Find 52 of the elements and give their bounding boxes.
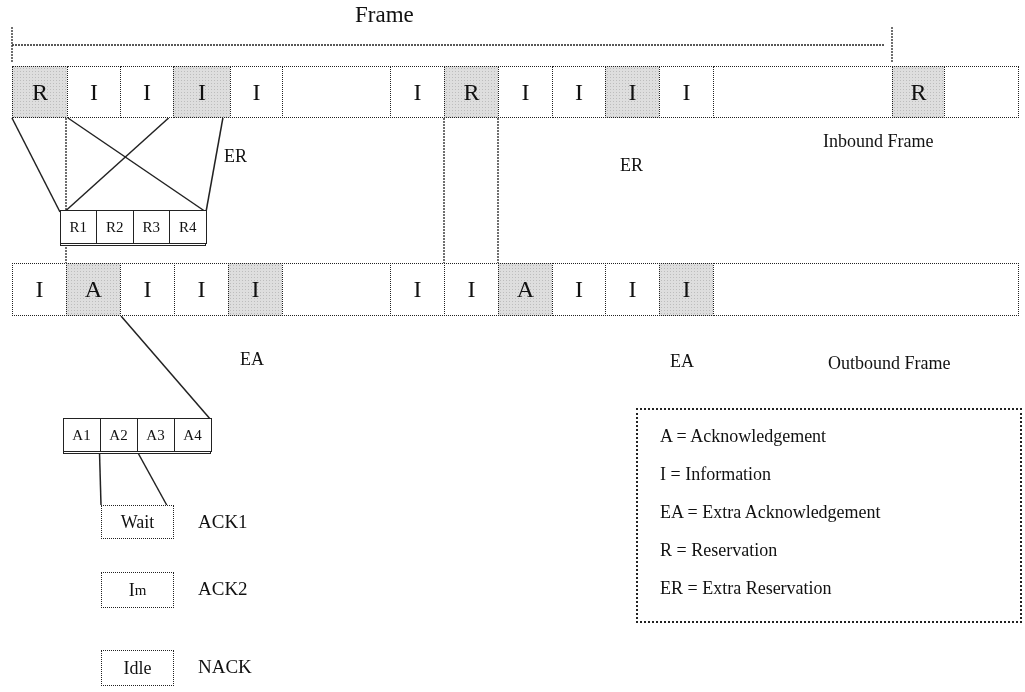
frame-slot: I (230, 66, 283, 118)
frame-slot: I (659, 66, 714, 118)
shaded-slot: R (444, 66, 499, 118)
legend-entry: ER = Extra Reservation (660, 578, 832, 599)
zoom-label: ER (224, 146, 247, 167)
node-caption: NACK (198, 656, 252, 678)
shaded-slot: A (66, 263, 121, 316)
state-box: Wait (101, 505, 174, 539)
sub-slot: R2 (96, 210, 134, 244)
state-box: Idle (101, 650, 174, 686)
zoom-label: EA (240, 349, 264, 370)
sub-slot: R1 (59, 210, 97, 244)
frame-slot: I (498, 66, 553, 118)
sub-slot: A1 (62, 418, 101, 452)
sub-slot: A2 (99, 418, 138, 452)
dimension-label: Frame (355, 2, 414, 28)
frame-slot: I (444, 263, 499, 316)
node-caption: ACK2 (198, 578, 248, 600)
shaded-slot: I (605, 66, 660, 118)
leader-line (205, 117, 224, 213)
legend-entry: I = Information (660, 464, 772, 485)
shaded-slot: R (892, 66, 945, 118)
frame-slot: I (552, 263, 606, 316)
row-label: Inbound Frame (823, 131, 934, 152)
sub-slot: A3 (136, 418, 175, 452)
frame-slot: I (67, 66, 121, 118)
sub-slot: R4 (169, 210, 207, 244)
legend-entry: R = Reservation (660, 540, 778, 561)
frame-slot: I (120, 66, 174, 118)
shaded-slot: I (659, 263, 714, 316)
shaded-slot: A (498, 263, 553, 316)
sub-slot: A4 (173, 418, 212, 452)
legend-entry: A = Acknowledgement (660, 426, 827, 447)
frame-slot: I (605, 263, 660, 316)
frame-slot: I (120, 263, 175, 316)
shaded-slot: I (173, 66, 231, 118)
frame-slot: I (390, 263, 445, 316)
sub-slot: R3 (132, 210, 170, 244)
sub-slot-strip (60, 212, 206, 246)
legend-entry: EA = Extra Acknowledgement (660, 502, 881, 523)
frame-slot: I (552, 66, 606, 118)
sub-slot-strip (63, 420, 211, 454)
leader-line (11, 117, 61, 213)
frame-slot: I (12, 263, 67, 316)
frame-slot: I (174, 263, 229, 316)
node-caption: ACK1 (198, 511, 248, 533)
zoom-label: EA (670, 351, 694, 372)
row-label: Outbound Frame (828, 353, 951, 374)
frame-slot: I (390, 66, 445, 118)
zoom-label: ER (620, 155, 643, 176)
shaded-slot: R (12, 66, 68, 118)
shaded-slot: I (228, 263, 283, 316)
